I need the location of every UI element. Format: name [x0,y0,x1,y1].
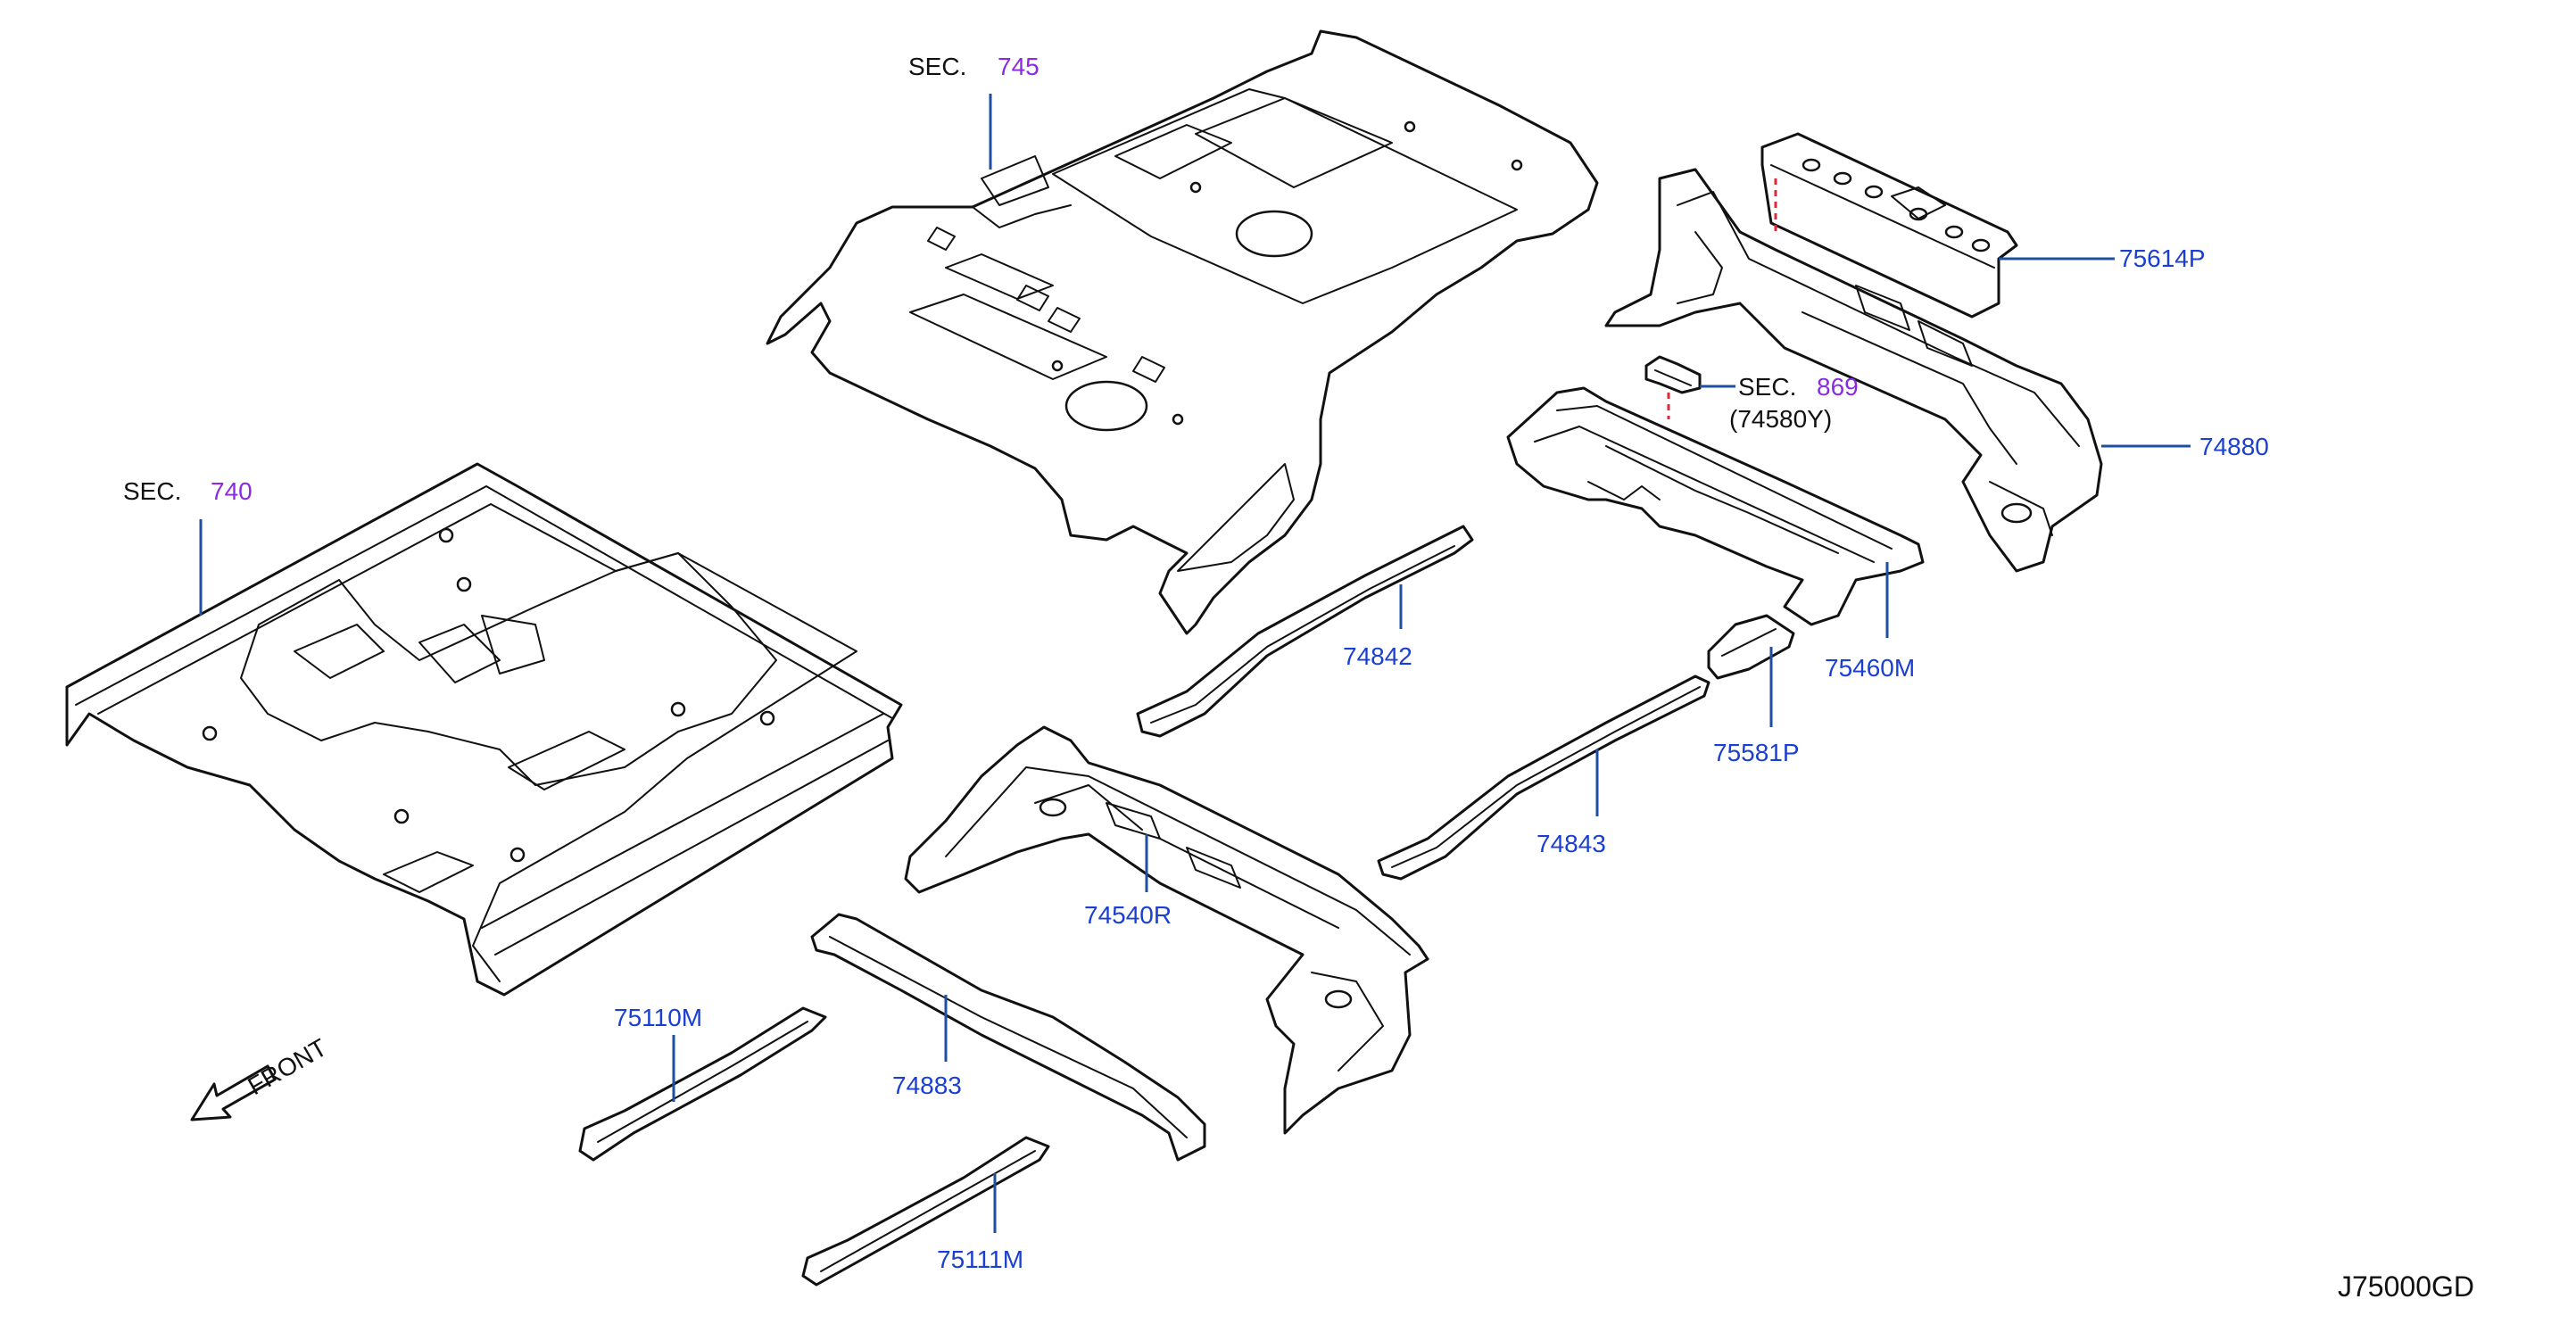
part-75614p[interactable]: 75614P [2119,244,2206,272]
part-74883[interactable]: 74883 [892,1072,962,1099]
bracket-74580y [1644,355,1702,394]
part-74540r[interactable]: 74540R [1084,901,1172,929]
rear-panel-upper [1760,132,2018,319]
reinforcement-75581p [1707,614,1795,680]
member-75111m [801,1136,1050,1287]
front-arrow-icon [190,1064,277,1121]
sec869-number[interactable]: 869 [1817,373,1859,401]
member-75110m [578,1006,827,1162]
crossmember-75460m [1506,386,1925,626]
sec740-number[interactable]: 740 [211,477,253,505]
rear-floor-panel [766,29,1599,635]
front-floor-panel [65,462,903,997]
part-75111m[interactable]: 75111M [937,1245,1023,1273]
part-75581p[interactable]: 75581P [1713,739,1800,766]
member-assembly-74540r [904,725,1429,1135]
diagram-code: J75000GD [2338,1270,2474,1303]
part-75110m[interactable]: 75110M [614,1004,702,1031]
part-75460m[interactable]: 75460M [1825,654,1915,682]
front-label: FRONT [244,1033,332,1100]
sec745-prefix: SEC. [908,53,966,80]
part-74843[interactable]: 74843 [1536,830,1606,857]
rear-panel-assembly [1604,168,2103,573]
sec740-prefix: SEC. [123,477,181,505]
part-74842[interactable]: 74842 [1343,642,1412,670]
part-74880[interactable]: 74880 [2199,433,2269,460]
sec869-sub: (74580Y) [1729,405,1832,433]
sec745-number[interactable]: 745 [998,53,1040,80]
member-74883 [810,913,1206,1162]
rail-74843 [1377,674,1710,881]
sec869-prefix: SEC. [1738,373,1796,401]
rail-74842 [1136,525,1474,738]
